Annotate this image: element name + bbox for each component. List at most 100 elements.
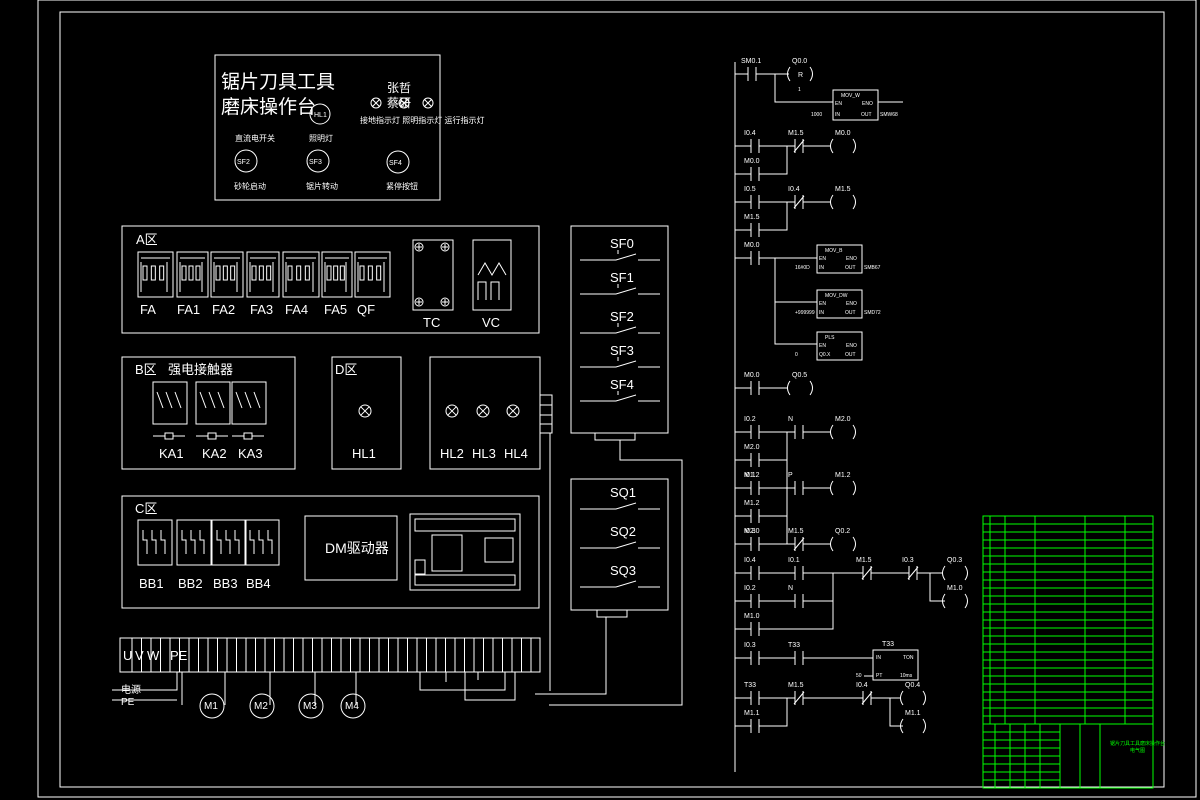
block-in-val: 1000	[811, 112, 822, 118]
sf4-label: 紧停按钮	[386, 181, 418, 191]
inner-border	[59, 11, 1165, 788]
sf2-label: 砂轮启动	[234, 181, 266, 191]
sf2-button	[234, 149, 258, 173]
switch-sf2: SF2	[610, 309, 634, 324]
rectifier-vc	[472, 239, 512, 311]
ladder-coil: M0.0	[835, 130, 851, 137]
block-name: MOV_B	[825, 248, 843, 254]
block-in-val: 0	[795, 352, 798, 358]
motor-m2: M2	[254, 701, 268, 712]
panel-title-line2: 磨床操作台	[221, 96, 316, 118]
switch-sf4: SF4	[610, 377, 634, 392]
ladder-contact: T33	[788, 642, 800, 649]
ladder-contact: M0.0	[744, 158, 760, 165]
breaker-block	[244, 519, 280, 566]
sf2-text: SF2	[237, 159, 250, 166]
relay-label-ka3: KA3	[238, 446, 263, 461]
ladder-coil: M1.1	[905, 710, 921, 717]
breaker-label-bb4: BB4	[246, 576, 271, 591]
zone-a-label-fa3: FA3	[250, 302, 273, 317]
ladder-coil: Q0.4	[905, 682, 920, 689]
zone-a-label-fa: FA	[140, 302, 156, 317]
breaker-blocks: BB1 BB2 BB3 BB4	[137, 519, 280, 591]
block-out-val: SMW68	[880, 112, 898, 118]
title-block-name: 锯片刀具工具磨床操作台	[1110, 740, 1165, 747]
motor-m1: M1	[204, 701, 218, 712]
breaker-label-bb1: BB1	[139, 576, 164, 591]
switch-sf1: SF1	[610, 270, 634, 285]
breaker-label-bb2: BB2	[178, 576, 203, 591]
fuse-block	[246, 251, 280, 298]
pe-label: PE	[121, 697, 135, 708]
ladder-contact: M2.0	[744, 528, 760, 535]
driver-label: DM驱动器	[325, 540, 389, 556]
ladder-coil: Q0.0	[792, 58, 807, 65]
switch-sq3: SQ3	[610, 563, 636, 578]
block-in: Q0.X	[819, 352, 831, 358]
ladder-contact: I0.1	[788, 557, 800, 564]
title-block: 锯片刀具工具磨床操作台 电气图	[982, 515, 1165, 789]
ladder-contact: M1.0	[744, 613, 760, 620]
motors: M1 M2 M3 M4	[199, 693, 366, 719]
block-in: IN	[835, 112, 840, 118]
zone-a-label-fa5: FA5	[324, 302, 347, 317]
lamp-labels: 接地指示灯 照明指示灯 运行指示灯	[360, 115, 484, 125]
stepper-driver: DM驱动器	[304, 515, 398, 581]
ladder-block	[816, 289, 863, 319]
sf1-button	[309, 103, 331, 125]
timer-pt-val: 50	[856, 673, 862, 679]
zone-b-title: B区	[135, 362, 157, 377]
block-out: OUT	[845, 310, 856, 316]
relay-block	[195, 381, 231, 425]
light-label: 照明灯	[309, 133, 333, 143]
zone-b-subtitle: 强电接触器	[168, 362, 233, 377]
hl3-label: HL3	[472, 446, 496, 461]
ladder-contact: I0.3	[744, 528, 756, 535]
sf1-text: HL1	[314, 112, 327, 119]
terminal-strip: U V W PE 电源 PE	[119, 637, 541, 708]
fuse-block	[282, 251, 320, 298]
timer-pt: PT	[876, 673, 882, 679]
block-en: EN	[819, 301, 826, 307]
relay-block	[231, 381, 267, 425]
block-out-val: SMB67	[864, 265, 881, 271]
zone-c-title: C区	[135, 501, 157, 516]
panel-title-side: 张哲	[387, 81, 411, 95]
outer-border	[37, 0, 1197, 798]
ladder-contact: I0.3	[902, 557, 914, 564]
ladder-contact: I0.4	[744, 130, 756, 137]
zone-a-title: A区	[136, 232, 158, 247]
block-in-val: +999999	[795, 310, 815, 316]
switch-sf3: SF3	[610, 343, 634, 358]
breaker-block	[176, 519, 212, 566]
wiring	[112, 433, 683, 706]
zone-a-label-fa1: FA1	[177, 302, 200, 317]
block-out: OUT	[845, 352, 856, 358]
relay-label-ka2: KA2	[202, 446, 227, 461]
sf1-label: 直流电开关	[235, 133, 275, 143]
ladder-contact: I0.4	[744, 557, 756, 564]
ladder-contact: P	[788, 472, 793, 479]
block-eno: ENO	[846, 301, 857, 307]
power-label: 电源	[121, 683, 141, 696]
block-name: PLS	[825, 335, 835, 341]
terminal-v: V	[135, 648, 144, 663]
ladder-coil: M1.2	[835, 472, 851, 479]
ladder-contact: N	[788, 585, 793, 592]
block-en: EN	[819, 343, 826, 349]
breaker-label-bb3: BB3	[213, 576, 238, 591]
ladder-contact: T33	[744, 682, 756, 689]
ladder-contact: I0.4	[856, 682, 868, 689]
title-block-sub: 电气图	[1130, 747, 1145, 754]
timer-type: TON	[903, 655, 914, 661]
ladder-contact: M2.0	[744, 444, 760, 451]
ladder-contact: M1.5	[856, 557, 872, 564]
switch-sf0: SF0	[610, 236, 634, 251]
zone-d-title: D区	[335, 362, 357, 377]
ladder-contact: M0.0	[744, 242, 760, 249]
block-eno: ENO	[846, 343, 857, 349]
ladder-contact: I0.2	[744, 416, 756, 423]
ladder-coil: Q0.2	[835, 528, 850, 535]
